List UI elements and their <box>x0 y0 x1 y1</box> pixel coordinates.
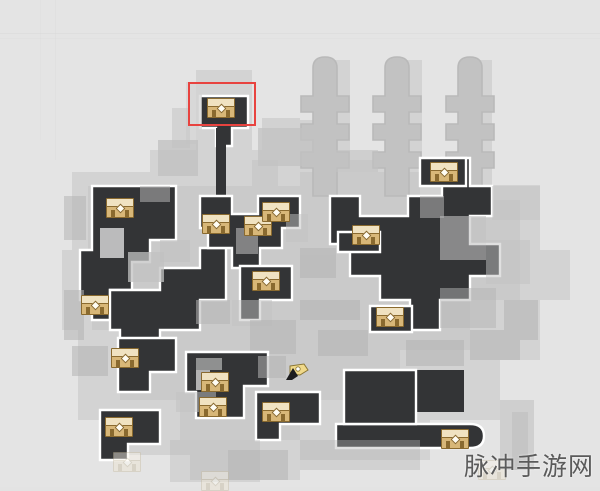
chest-leg-right <box>130 360 134 367</box>
chest-lid <box>114 453 140 461</box>
chest-leg-left <box>257 283 261 290</box>
chest-leg-left <box>446 441 450 448</box>
left-room-group <box>78 184 228 354</box>
map-detail-blocks <box>64 186 538 480</box>
site-watermark: 脉冲手游网 <box>463 452 594 481</box>
chest-leg-left <box>267 214 271 221</box>
chest-leg-right <box>226 110 230 117</box>
treasure-chest-icon <box>430 162 458 182</box>
chest-leg-left <box>381 319 385 326</box>
chest-leg-right <box>281 214 285 221</box>
chest-leg-right <box>271 283 275 290</box>
chest-leg-right <box>395 319 399 326</box>
chest-leg-left <box>204 409 208 416</box>
chest-lid <box>479 461 505 469</box>
chest-leg-left <box>110 429 114 436</box>
treasure-chest-icon <box>111 348 139 368</box>
chest-leg-left <box>118 464 122 471</box>
chest-leg-left <box>207 226 211 233</box>
treasure-chest-icon <box>201 471 229 491</box>
chest-leg-right <box>460 441 464 448</box>
treasure-chest-icon <box>113 452 141 472</box>
tower-group <box>252 56 495 197</box>
chest-leg-right <box>220 384 224 391</box>
chest-leg-left <box>116 360 120 367</box>
chest-leg-left <box>249 228 253 235</box>
treasure-chest-icon <box>352 225 380 245</box>
chest-leg-left <box>86 307 90 314</box>
chest-leg-left <box>212 110 216 117</box>
chest-leg-right <box>449 174 453 181</box>
treasure-chest-icon <box>478 460 506 480</box>
treasure-chest-icon <box>441 429 469 449</box>
backdrop-streak <box>0 33 600 34</box>
chest-leg-left <box>435 174 439 181</box>
treasure-chest-icon <box>105 417 133 437</box>
treasure-chest-icon <box>262 202 290 222</box>
chest-leg-right <box>218 409 222 416</box>
chest-leg-left <box>483 472 487 479</box>
treasure-chest-icon <box>106 198 134 218</box>
treasure-chest-icon <box>252 271 280 291</box>
treasure-chest-icon <box>262 402 290 422</box>
chest-leg-left <box>267 414 271 421</box>
chest-leg-right <box>100 307 104 314</box>
backdrop-streak <box>55 0 56 160</box>
chest-leg-right <box>281 414 285 421</box>
chest-leg-left <box>206 384 210 391</box>
backdrop-streak <box>0 38 600 39</box>
chest-leg-left <box>357 237 361 244</box>
chest-leg-right <box>497 472 501 479</box>
treasure-chest-icon <box>207 98 235 118</box>
treasure-chest-icon <box>376 307 404 327</box>
chest-leg-right <box>124 429 128 436</box>
backdrop-streak <box>40 0 41 140</box>
player-position-marker[interactable] <box>284 362 310 382</box>
treasure-chest-icon <box>201 372 229 392</box>
chest-leg-right <box>221 226 225 233</box>
chest-leg-right <box>371 237 375 244</box>
treasure-chest-icon <box>81 295 109 315</box>
treasure-chest-icon <box>202 214 230 234</box>
chest-leg-left <box>111 210 115 217</box>
chest-leg-right <box>263 228 267 235</box>
treasure-chest-icon <box>199 397 227 417</box>
chest-leg-right <box>125 210 129 217</box>
chest-lid <box>202 472 228 480</box>
chest-leg-right <box>132 464 136 471</box>
